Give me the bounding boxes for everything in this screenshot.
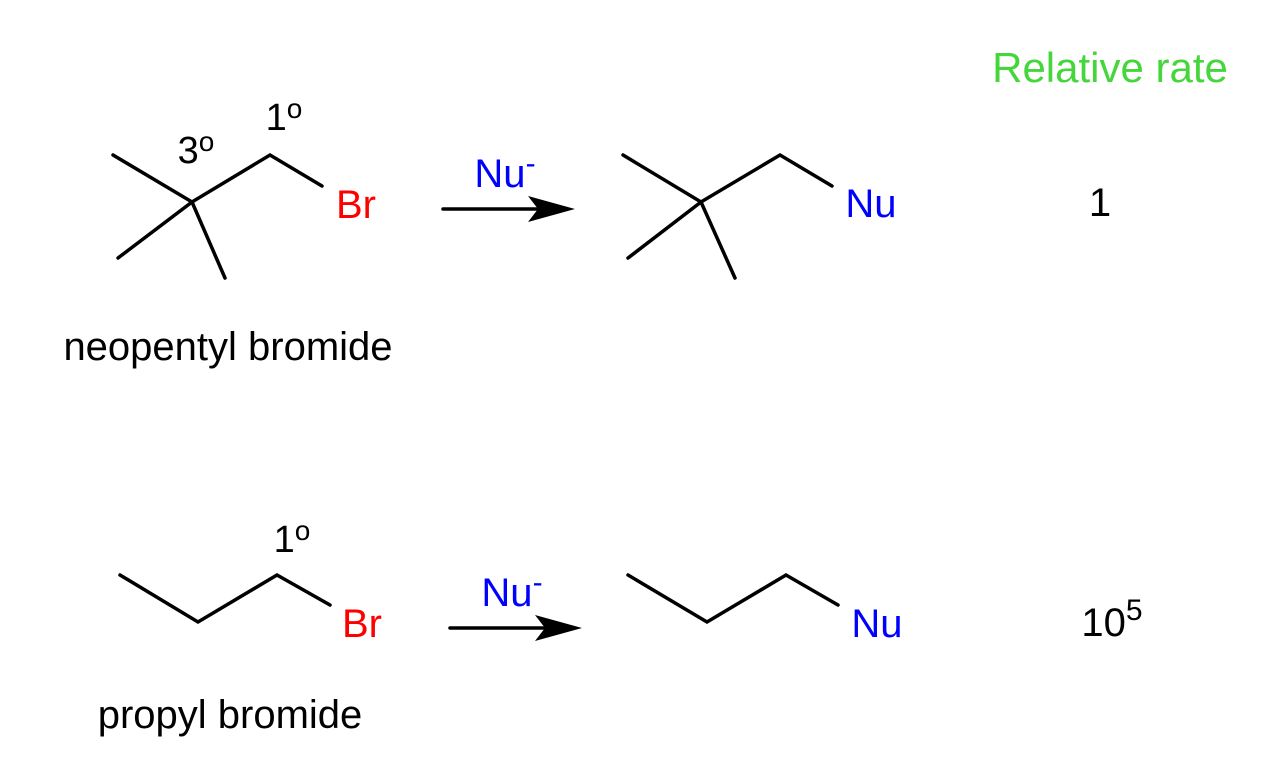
neopentyl-product-structure: Nu — [621, 152, 897, 280]
primary-carbon-label: 1o — [274, 515, 311, 561]
nucleophile-reagent: Nu- — [474, 147, 535, 196]
primary-carbon-label: 1o — [266, 93, 303, 139]
nucleophile-reagent: Nu- — [481, 566, 542, 615]
reaction-arrow — [448, 615, 582, 641]
propyl-bromide-name: propyl bromide — [98, 693, 363, 737]
relative-rate-value: 105 — [1081, 594, 1142, 645]
propyl-product-structure: Nu — [626, 572, 903, 646]
relative-rate-header: Relative rate — [992, 44, 1228, 91]
bromine-label: Br — [342, 602, 382, 646]
neopentyl-bromide-structure: Br 3o 1o — [111, 93, 376, 280]
relative-rate-value: 1 — [1089, 181, 1111, 225]
tertiary-carbon-label: 3o — [178, 126, 215, 172]
bromine-label: Br — [336, 183, 376, 227]
propyl-bromide-structure: Br 1o — [118, 515, 382, 646]
reaction-arrow — [441, 196, 575, 222]
nucleophile-label: Nu — [845, 182, 896, 226]
neopentyl-bromide-name: neopentyl bromide — [63, 325, 392, 369]
nucleophile-label: Nu — [851, 602, 902, 646]
